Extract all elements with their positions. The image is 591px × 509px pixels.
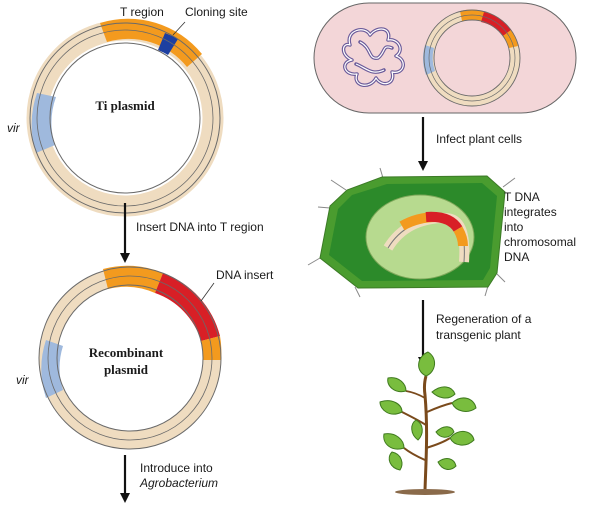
transgenic-plant	[379, 351, 477, 495]
introduce-label-line2: Agrobacterium	[139, 476, 218, 490]
leaf	[431, 386, 456, 399]
t-region-label: T region	[120, 5, 164, 19]
soil	[395, 489, 455, 495]
ti-plasmid-vir-region	[31, 93, 56, 153]
leaf	[435, 426, 455, 438]
recombinant-dna-insert	[155, 273, 220, 341]
leaf	[388, 451, 403, 471]
leaf	[451, 397, 477, 412]
leaf	[418, 351, 435, 377]
leaf	[411, 419, 423, 441]
recombinant-plasmid: Recombinant plasmid DNA insert vir	[16, 265, 274, 450]
tdna-label-line1: T DNA	[504, 190, 540, 204]
agrobacterium	[313, 2, 577, 114]
leaf	[379, 400, 403, 415]
cloning-site-label: Cloning site	[185, 5, 248, 19]
leaf	[387, 377, 407, 393]
tdna-label-line2: integrates	[504, 205, 557, 219]
introduce-label-line1: Introduce into	[140, 461, 213, 475]
tdna-label-line3: into	[504, 220, 524, 234]
leaf	[449, 431, 475, 446]
regeneration-label-line2: transgenic plant	[436, 328, 521, 342]
plant-stem	[422, 375, 429, 491]
vir-label-bottom: vir	[16, 373, 30, 387]
ti-plasmid-t-region	[100, 18, 202, 68]
leaf	[383, 433, 405, 450]
regeneration-label-line1: Regeneration of a	[436, 312, 532, 326]
insert-step-label: Insert DNA into T region	[136, 220, 264, 234]
ti-plasmid: Ti plasmid T region Cloning site vir	[7, 5, 248, 217]
vir-label-top: vir	[7, 121, 21, 135]
dna-insert-label: DNA insert	[216, 268, 274, 282]
tdna-label-line4: chromosomal	[504, 235, 576, 249]
infect-step-label: Infect plant cells	[436, 132, 522, 146]
recombinant-label-line1: Recombinant	[89, 345, 164, 360]
ti-plasmid-label: Ti plasmid	[95, 98, 155, 113]
tdna-label-line5: DNA	[504, 250, 529, 264]
leaf	[437, 458, 457, 470]
recombinant-label-line2: plasmid	[104, 362, 149, 377]
plant-cell: T DNA integrates into chromosomal DNA	[307, 167, 576, 298]
